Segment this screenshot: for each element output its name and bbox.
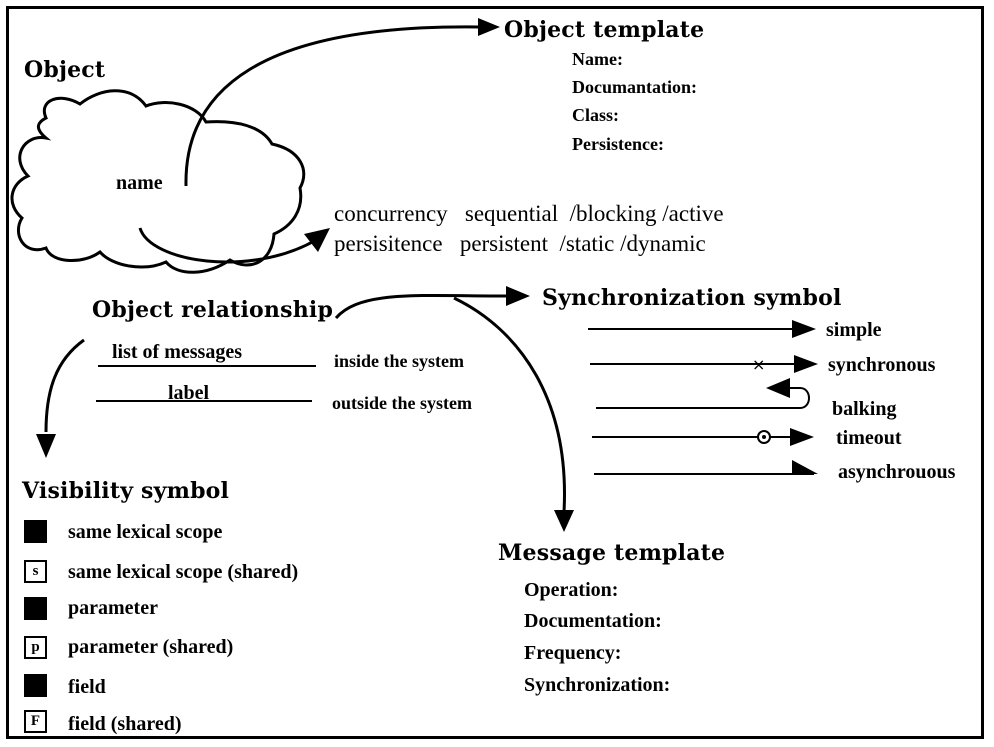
diagram-frame <box>6 6 984 739</box>
message-template-field-frequency: Frequency: <box>524 642 622 664</box>
sync-synchronous-head <box>794 355 818 373</box>
arrow-relationship-to-sync <box>334 293 509 319</box>
message-template-field-synchronization: Synchronization: <box>524 674 671 696</box>
object-name-label: name <box>116 172 163 194</box>
sync-timeout-label: timeout <box>836 427 902 449</box>
message-template-field-documentation: Documentation: <box>524 610 662 632</box>
outside-system-label: outside the system <box>332 393 472 413</box>
visibility-swatch-same-scope <box>24 520 47 543</box>
message-template-field-operation: Operation: <box>524 579 619 601</box>
arrowhead-message-template <box>554 510 574 532</box>
sync-timeout-dot <box>762 435 766 439</box>
sync-simple-label: simple <box>826 319 882 341</box>
arrow-relationship-to-message <box>453 296 566 513</box>
list-of-messages-label: list of messages <box>112 341 242 363</box>
visibility-letter-p: p <box>31 639 40 655</box>
sync-timeout-head <box>790 428 814 446</box>
arrow-cloud-to-properties <box>138 227 317 264</box>
object-relationship-heading: Object relationship <box>92 297 334 323</box>
visibility-label-parameter-shared: parameter (shared) <box>68 636 234 658</box>
object-template-field-class: Class: <box>572 105 620 125</box>
concurrency-line: concurrency sequential /blocking /active <box>334 201 724 226</box>
sync-balking-label: balking <box>832 398 897 420</box>
visibility-letter-f: F <box>30 713 41 729</box>
visibility-label-field-shared: field (shared) <box>68 713 182 735</box>
visibility-label-same-scope: same lexical scope <box>68 521 223 543</box>
synchronization-heading: Synchronization symbol <box>542 285 842 311</box>
label-text: label <box>168 382 210 404</box>
arrow-relationship-to-visibility <box>44 338 85 433</box>
visibility-swatch-field <box>24 674 47 697</box>
sync-async-head <box>792 460 818 474</box>
inside-system-label: inside the system <box>334 351 464 371</box>
visibility-swatch-parameter-shared: p <box>24 636 47 659</box>
visibility-letter-s: s <box>32 563 39 579</box>
arrowhead-object-template <box>478 18 500 36</box>
visibility-heading: Visibility symbol <box>22 478 230 504</box>
visibility-swatch-parameter <box>24 597 47 620</box>
object-template-field-documentation: Documantation: <box>572 77 697 97</box>
sync-synchronous-label: synchronous <box>828 354 936 376</box>
sync-balking-head <box>766 378 790 398</box>
visibility-label-parameter: parameter <box>68 597 158 619</box>
arrowhead-sync <box>506 286 530 306</box>
sync-simple-head <box>792 320 816 338</box>
visibility-swatch-same-scope-shared: s <box>24 560 47 583</box>
sync-synchronous-cross: × <box>752 355 765 374</box>
sync-balking-line <box>596 387 810 409</box>
visibility-swatch-field-shared: F <box>24 710 47 733</box>
arrowhead-properties <box>304 228 330 252</box>
object-template-heading: Object template <box>504 17 705 43</box>
visibility-label-field: field <box>68 676 106 698</box>
object-cloud <box>10 89 306 274</box>
persistence-line: persisitence persistent /static /dynamic <box>334 231 706 256</box>
visibility-label-same-scope-shared: same lexical scope (shared) <box>68 561 299 583</box>
arrow-name-to-template <box>184 25 481 187</box>
message-template-heading: Message template <box>498 540 726 566</box>
object-template-field-name: Name: <box>572 49 623 69</box>
arrowhead-visibility <box>36 434 56 458</box>
object-template-field-persistence: Persistence: <box>572 134 664 154</box>
object-heading: Object <box>24 57 106 83</box>
sync-asynchronous-label: asynchrouous <box>838 461 956 483</box>
